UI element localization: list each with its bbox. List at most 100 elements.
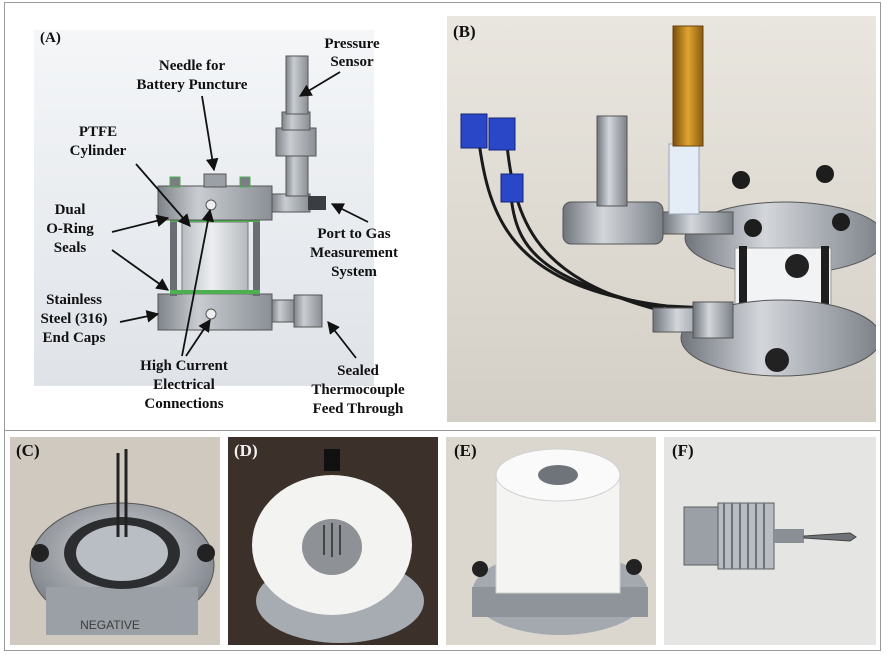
arrow-pressure-sensor <box>298 71 341 97</box>
label-ptfe-2: Cylinder <box>70 143 127 159</box>
label-steel-1: Stainless <box>46 292 102 308</box>
label-oring-2: O-Ring <box>46 221 94 237</box>
label-thermo-1: Sealed <box>337 363 379 379</box>
panel-letter-e: (E) <box>454 441 477 460</box>
lower-o-ring <box>170 290 260 294</box>
blue-connector-2 <box>488 117 516 151</box>
photo-e-canvas <box>446 437 656 645</box>
arrow-needle <box>201 95 219 172</box>
panel-letter-c: (C) <box>16 441 40 460</box>
top-fitting <box>538 465 578 485</box>
blue-connector-1 <box>460 113 488 149</box>
gas-tee <box>662 211 734 235</box>
thermocouple-cable-3 <box>509 195 708 320</box>
ptfe-cylinder <box>181 221 249 295</box>
sensor-riser <box>285 153 309 197</box>
pressure-sensor-body <box>285 55 309 115</box>
label-current-1: High Current <box>140 358 228 374</box>
sensor-white-housing <box>668 143 700 215</box>
plug-threads <box>717 502 775 570</box>
panel-letter-d: (D) <box>234 441 258 460</box>
bore-wires <box>323 523 341 557</box>
cap-wires <box>116 449 128 537</box>
label-steel-2: Steel (316) <box>40 311 107 327</box>
e-terminal-right <box>626 559 642 575</box>
feed-through-nut <box>692 301 734 339</box>
tie-rod-left <box>170 220 177 296</box>
label-thermo-2: Thermocouple <box>311 382 405 398</box>
photo-b-canvas <box>447 16 876 422</box>
e-terminal-left <box>472 561 488 577</box>
thread-lines <box>723 503 765 569</box>
gas-manifold <box>562 201 664 245</box>
label-port-3: System <box>331 264 377 280</box>
bolt-b-2 <box>816 165 834 183</box>
panel-letter-f: (F) <box>672 441 694 460</box>
panel-c-photo: NEGATIVE (C) <box>10 437 220 645</box>
panel-b-photo: (B) <box>447 16 876 422</box>
arrow-oring-lower <box>111 249 170 291</box>
photo-c-canvas: NEGATIVE <box>10 437 220 645</box>
sensor-nut <box>281 111 311 131</box>
arrow-thermo <box>327 321 357 359</box>
label-thermo-3: Feed Through <box>313 401 404 417</box>
arrow-ptfe <box>135 163 191 227</box>
schematic-canvas: (A) Pressure Sensor Needle for Battery P… <box>34 30 405 417</box>
top-terminal <box>785 254 809 278</box>
label-current-2: Electrical <box>153 377 215 393</box>
photo-f-canvas <box>664 437 876 645</box>
label-needle-2: Battery Puncture <box>137 77 248 93</box>
pressure-sensor-amber <box>672 25 704 147</box>
label-current-3: Connections <box>144 396 223 412</box>
bolt-1 <box>169 176 181 188</box>
bolt-2 <box>239 176 251 188</box>
cell-rod-2 <box>821 246 829 342</box>
puncture-needle <box>803 532 857 542</box>
arrow-steel <box>119 310 160 323</box>
label-port-1: Port to Gas <box>317 226 390 242</box>
panel-a-schematic: (A) Pressure Sensor Needle for Battery P… <box>6 4 439 428</box>
needle-nut <box>203 173 227 188</box>
panel-f-photo: (F) <box>664 437 876 645</box>
label-ptfe-1: PTFE <box>79 124 117 140</box>
arrow-oring-upper <box>111 214 170 233</box>
lower-terminal <box>205 308 217 320</box>
row-divider <box>4 430 881 431</box>
cap-terminal-right <box>197 544 215 562</box>
panel-d-photo: (D) <box>228 437 438 645</box>
cap-label-text: NEGATIVE <box>80 618 140 632</box>
cell-rod-1 <box>739 246 747 342</box>
tie-rod-right <box>253 220 260 296</box>
label-oring-1: Dual <box>55 202 86 218</box>
thermocouple-nut <box>293 294 323 328</box>
arrow-port <box>330 203 369 223</box>
gas-port-fitting <box>308 196 326 210</box>
blue-connector-3 <box>500 173 524 203</box>
label-pressure-sensor-1: Pressure <box>324 36 380 52</box>
cable-gland <box>324 449 340 471</box>
thermocouple-fitting <box>271 299 295 323</box>
upper-terminal <box>205 199 217 211</box>
sensor-coupling <box>275 127 317 157</box>
needle-valve-stem <box>596 115 628 207</box>
label-oring-3: Seals <box>54 240 87 256</box>
bolt-b-4 <box>744 219 762 237</box>
cap-terminal-left <box>31 544 49 562</box>
panel-letter-a: (A) <box>40 30 61 46</box>
bolt-b-1 <box>732 171 750 189</box>
gas-port-pipe <box>271 193 311 213</box>
needle-collar <box>774 529 804 543</box>
arrow-current-upper <box>181 208 215 357</box>
cap-recess <box>76 525 168 581</box>
panel-e-photo: (E) <box>446 437 656 645</box>
photo-d-canvas <box>228 437 438 645</box>
label-steel-3: End Caps <box>43 330 106 346</box>
label-needle-1: Needle for <box>159 58 226 74</box>
end-cap-side <box>46 587 198 635</box>
arrow-current-lower <box>185 318 211 357</box>
label-port-2: Measurement <box>310 245 398 261</box>
bolt-b-3 <box>832 213 850 231</box>
bottom-terminal <box>765 348 789 372</box>
plug-hex-head <box>683 506 719 566</box>
label-pressure-sensor-2: Sensor <box>330 54 374 70</box>
